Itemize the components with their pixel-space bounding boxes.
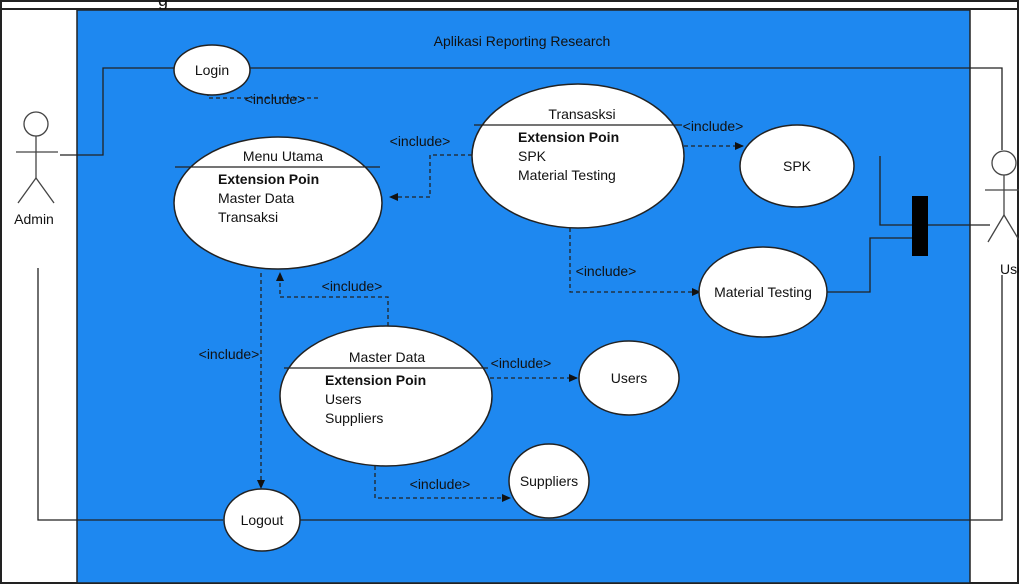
assoc-material-user <box>826 237 915 293</box>
assoc-logout-user <box>298 275 1003 521</box>
use-case-login[interactable]: Login <box>173 44 251 96</box>
use-case-spk-label: SPK <box>783 158 812 174</box>
include-label-transaksi-spk: <include> <box>683 118 744 134</box>
use-case-transaksi[interactable]: Transasksi Extension Poin SPK Material T… <box>471 83 685 229</box>
include-label-master-suppliers: <include> <box>410 476 471 492</box>
menu-utama-item-transaksi: Transaksi <box>218 209 278 225</box>
transaksi-ext: Extension Poin <box>518 129 619 145</box>
include-label-menu-login: <include> <box>245 91 306 107</box>
include-transaksi-menu <box>389 154 472 201</box>
include-label-master-menu: <include> <box>322 278 383 294</box>
master-data-title: Master Data <box>349 349 425 365</box>
actor-admin-label: Admin <box>14 211 54 227</box>
admin-stick-figure-icon <box>16 111 58 204</box>
use-case-logout[interactable]: Logout <box>223 488 301 552</box>
transaksi-item-material-testing: Material Testing <box>518 167 616 183</box>
use-case-users-label: Users <box>611 370 648 386</box>
use-case-logout-label: Logout <box>241 512 284 528</box>
system-title: Aplikasi Reporting Research <box>434 33 611 49</box>
actor-user-label: Use <box>1000 261 1019 277</box>
use-case-suppliers[interactable]: Suppliers <box>508 443 590 519</box>
menu-utama-item-master-data: Master Data <box>218 190 294 206</box>
include-master-suppliers <box>374 466 511 502</box>
assoc-login-user <box>250 67 1003 150</box>
use-case-users[interactable]: Users <box>578 340 680 416</box>
use-case-login-label: Login <box>195 62 229 78</box>
menu-utama-title: Menu Utama <box>243 148 323 164</box>
include-label-transaksi-menu: <include> <box>390 133 451 149</box>
include-label-transaksi-material: <include> <box>576 263 637 279</box>
use-case-material-testing-label: Material Testing <box>714 284 812 300</box>
actor-admin[interactable]: Admin <box>14 111 58 227</box>
assoc-admin-login <box>60 67 175 156</box>
include-label-menu-logout: <include> <box>199 346 260 362</box>
transaksi-item-spk: SPK <box>518 148 547 164</box>
menu-utama-ext: Extension Poin <box>218 171 319 187</box>
transaksi-title: Transasksi <box>548 106 615 122</box>
use-case-suppliers-label: Suppliers <box>520 473 578 489</box>
master-data-item-suppliers: Suppliers <box>325 410 383 426</box>
use-case-material-testing[interactable]: Material Testing <box>698 246 828 338</box>
include-transaksi-material <box>569 228 701 296</box>
master-data-ext: Extension Poin <box>325 372 426 388</box>
fork-bar <box>912 196 928 256</box>
use-case-master-data[interactable]: Master Data Extension Poin Users Supplie… <box>279 325 493 467</box>
actor-user[interactable]: Use <box>985 150 1019 277</box>
include-label-master-users: <include> <box>491 355 552 371</box>
use-case-spk[interactable]: SPK <box>739 124 855 208</box>
assoc-spk-user <box>879 156 990 226</box>
user-stick-figure-icon <box>985 150 1019 243</box>
master-data-item-users: Users <box>325 391 362 407</box>
include-master-menu <box>276 272 389 326</box>
cropped-heading-fragment: g <box>158 0 168 10</box>
use-case-menu-utama[interactable]: Menu Utama Extension Poin Master Data Tr… <box>173 136 383 270</box>
assoc-admin-logout <box>37 268 223 521</box>
